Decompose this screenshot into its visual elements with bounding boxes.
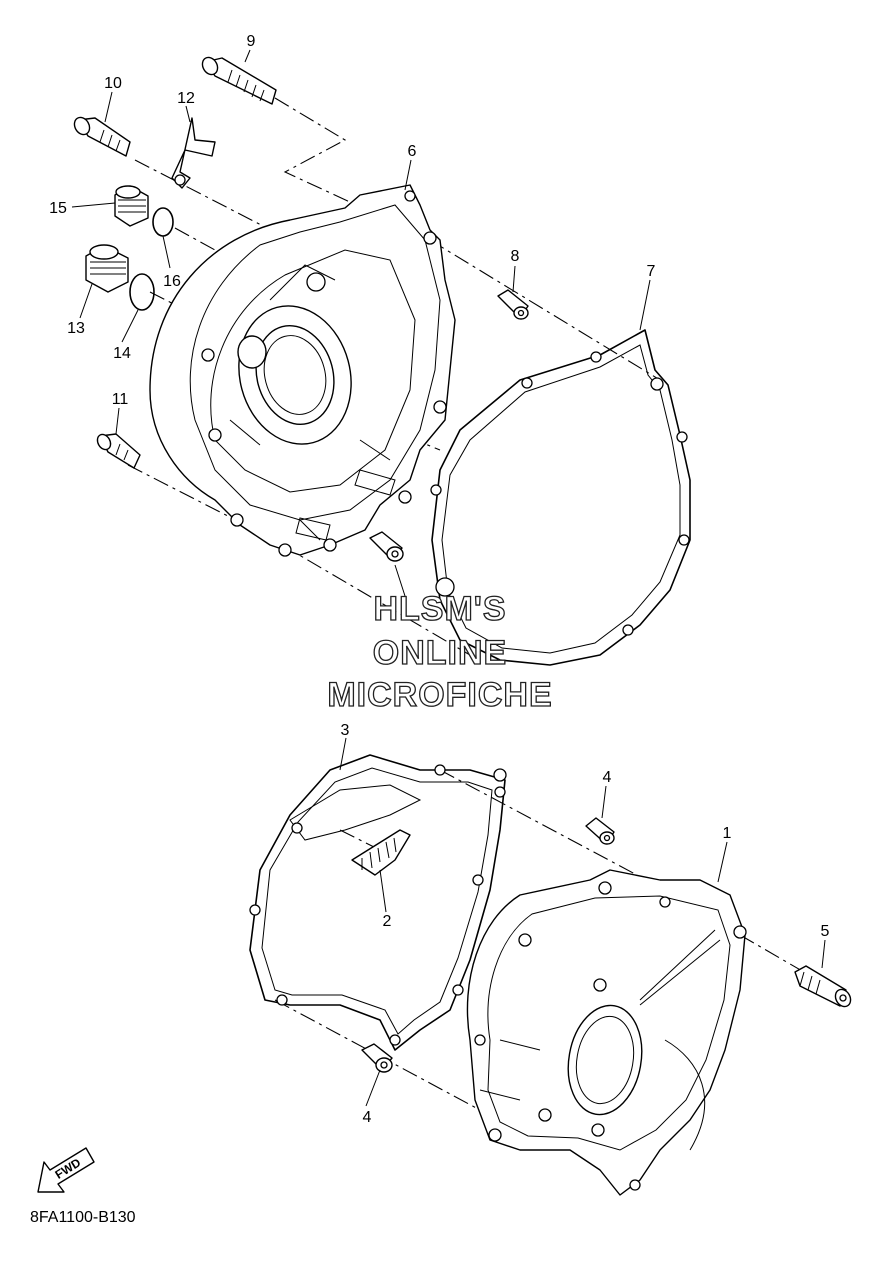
bolt-part-10	[73, 116, 131, 157]
callout-numbers: 9 10 12 6 15 16 8 7 13 14 11 3 4 1 2 5 4	[49, 33, 829, 1126]
callout-6: 6	[408, 143, 417, 160]
guide-part-2	[351, 829, 411, 876]
callout-15: 15	[49, 200, 67, 217]
watermark-line2: ONLINE	[373, 634, 507, 672]
watermark-line1: HLSM'S	[373, 590, 506, 628]
diagram-code: 8FA1100-B130	[30, 1209, 136, 1226]
bolt-part-5	[794, 965, 852, 1008]
callout-12: 12	[177, 90, 195, 107]
callout-9: 9	[247, 33, 256, 50]
clamp-part-12	[171, 117, 216, 189]
crankcase-cover-part-6	[149, 184, 456, 557]
callout-4-lower: 4	[363, 1109, 372, 1126]
dowel-pin-part-4-lower	[361, 1043, 393, 1073]
bolt-part-11	[96, 433, 141, 469]
callout-14: 14	[113, 345, 131, 362]
dowel-pin-part-8	[497, 289, 529, 320]
forward-direction-arrow: FWD	[37, 1147, 95, 1193]
plug-part-15	[114, 185, 149, 227]
dowel-pin-lower	[369, 531, 404, 562]
crankcase-cover-part-1	[466, 869, 747, 1196]
leader-lines	[71, 49, 826, 1107]
callout-13: 13	[67, 320, 85, 337]
watermark: HLSM'S ONLINE MICROFICHE	[327, 589, 553, 714]
callout-4-upper: 4	[603, 769, 612, 786]
plug-part-13	[85, 244, 129, 293]
callout-5: 5	[821, 923, 830, 940]
callout-7: 7	[647, 263, 656, 280]
bolt-long-part-9	[201, 56, 277, 105]
callout-16: 16	[163, 273, 181, 290]
callout-1: 1	[723, 825, 732, 842]
o-ring-part-16	[152, 207, 174, 237]
callout-11: 11	[112, 391, 129, 408]
callout-3: 3	[341, 722, 350, 739]
watermark-line3: MICROFICHE	[327, 676, 552, 714]
callout-2: 2	[383, 913, 392, 930]
callout-10: 10	[104, 75, 122, 92]
gasket-part-7	[430, 329, 691, 666]
o-ring-part-14	[129, 273, 155, 311]
dowel-pin-part-4-upper	[585, 817, 615, 845]
callout-8: 8	[511, 248, 520, 265]
gasket-part-3	[249, 754, 507, 1051]
